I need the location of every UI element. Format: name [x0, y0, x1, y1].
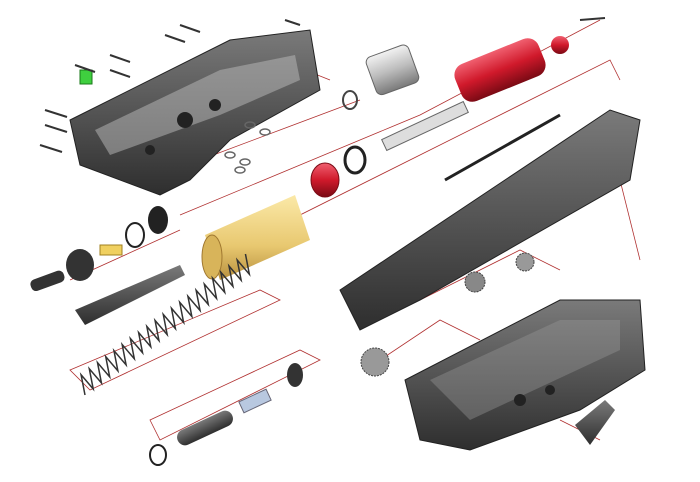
tappet-parts	[30, 206, 185, 325]
gearbox-half-left	[69, 29, 321, 196]
receiver-body	[339, 109, 641, 331]
o-ring	[343, 145, 367, 175]
gears	[360, 252, 535, 377]
screws	[39, 17, 606, 153]
piston-head	[310, 162, 340, 198]
spring-guide	[149, 363, 303, 466]
piston-rack	[381, 100, 469, 152]
gearbox-half-right	[404, 299, 646, 451]
red-cylinder-head	[454, 36, 569, 102]
washers	[224, 121, 271, 174]
motor	[342, 44, 420, 110]
cylinder	[201, 195, 310, 280]
green-clip	[79, 69, 93, 85]
trigger-plate	[575, 400, 615, 445]
main-spring	[79, 253, 251, 396]
